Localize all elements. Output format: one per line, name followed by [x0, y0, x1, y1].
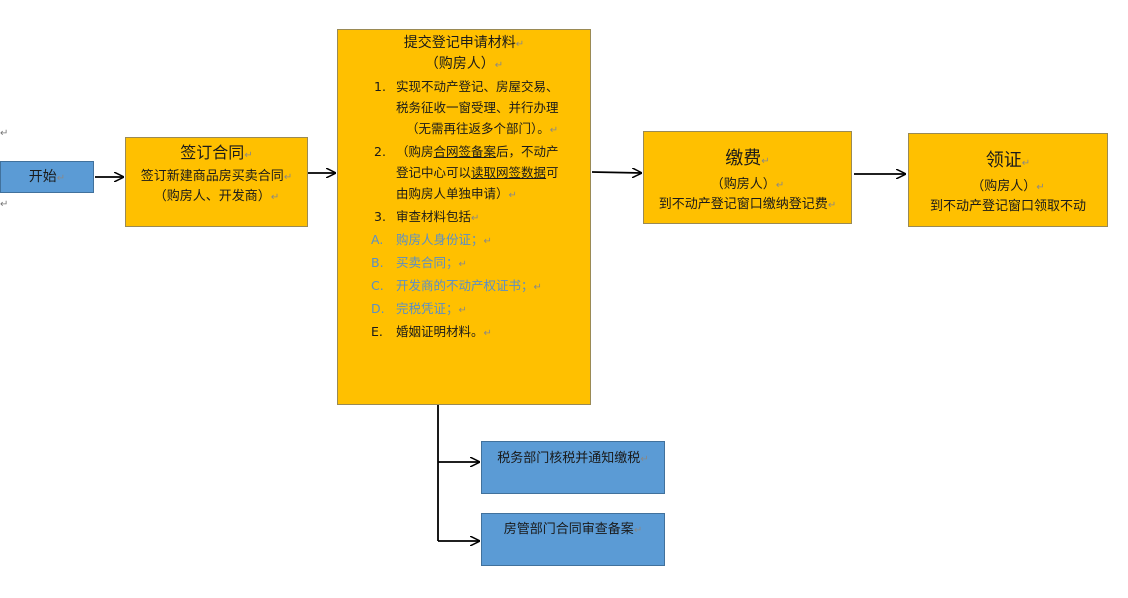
collect-certificate-actor: （购房人） — [971, 179, 1037, 194]
collect-certificate-title: 领证 — [985, 150, 1022, 171]
step-item: 3. 审查材料包括↵ — [338, 206, 590, 229]
submit-application-node: 提交登记申请材料↵ （购房人）↵ 1. 实现不动产登记、房屋交易、 税务征收一窗… — [337, 29, 591, 405]
submit-application-title: 提交登记申请材料 — [403, 35, 516, 51]
housing-department-node: 房管部门合同审查备案↵ — [481, 513, 665, 566]
step-number: 3. — [374, 209, 386, 224]
step-text: 由购房人单独申请） — [396, 186, 509, 201]
start-label: 开始 — [28, 169, 57, 185]
pay-fee-actor: （购房人） — [710, 177, 776, 192]
paragraph-mark: ↵ — [0, 199, 9, 210]
step-number: 2. — [374, 144, 386, 159]
sign-contract-parties: （购房人、开发商） — [153, 189, 271, 204]
material-item: B. 买卖合同；↵ — [371, 255, 467, 270]
material-item: D. 完税凭证；↵ — [371, 301, 467, 316]
step-item: 1. 实现不动产登记、房屋交易、 税务征收一窗受理、并行办理 （无需再往返多个部… — [338, 76, 590, 141]
step-text: （无需再往返多个部门）。 — [406, 121, 550, 136]
step-number: 1. — [374, 79, 386, 94]
start-node: 开始↵ — [0, 161, 94, 193]
material-item: E. 婚姻证明材料。↵ — [371, 324, 492, 339]
tax-department-node: 税务部门核税并通知缴税↵ — [481, 441, 665, 494]
step-text: 审查材料包括 — [396, 209, 472, 224]
pay-fee-description: 到不动产登记窗口缴纳登记费 — [658, 197, 828, 212]
paragraph-mark: ↵ — [0, 128, 9, 139]
pay-fee-node: 缴费↵ （购房人）↵ 到不动产登记窗口缴纳登记费↵ — [643, 131, 852, 224]
sign-contract-title: 签订合同 — [180, 143, 245, 162]
step-text: 实现不动产登记、房屋交易、 — [396, 79, 559, 94]
collect-certificate-node: 领证↵ （购房人）↵ 到不动产登记窗口领取不动 — [908, 133, 1108, 227]
arrow-submit-to-fee — [591, 172, 641, 173]
online-filing-text: 合网签备案 — [433, 144, 497, 159]
tax-department-label: 税务部门核税并通知缴税 — [497, 451, 641, 466]
read-online-data-text: 读取网签数据 — [471, 165, 547, 180]
submit-application-actor: （购房人） — [424, 56, 495, 72]
collect-certificate-description: 到不动产登记窗口领取不动 — [929, 199, 1086, 214]
sign-contract-description: 签订新建商品房买卖合同 — [140, 169, 284, 184]
sign-contract-node: 签订合同↵ 签订新建商品房买卖合同↵ （购房人、开发商）↵ — [125, 137, 308, 227]
pay-fee-title: 缴费 — [725, 148, 762, 169]
material-item: C. 开发商的不动产权证书；↵ — [371, 278, 542, 293]
step-item: 2. （购房合网签备案后，不动产 登记中心可以读取网签数据可 由购房人单独申请）… — [338, 141, 590, 206]
housing-department-label: 房管部门合同审查备案 — [503, 522, 634, 537]
material-item: A. 购房人身份证；↵ — [371, 232, 492, 247]
step-text: 税务征收一窗受理、并行办理 — [396, 100, 559, 115]
